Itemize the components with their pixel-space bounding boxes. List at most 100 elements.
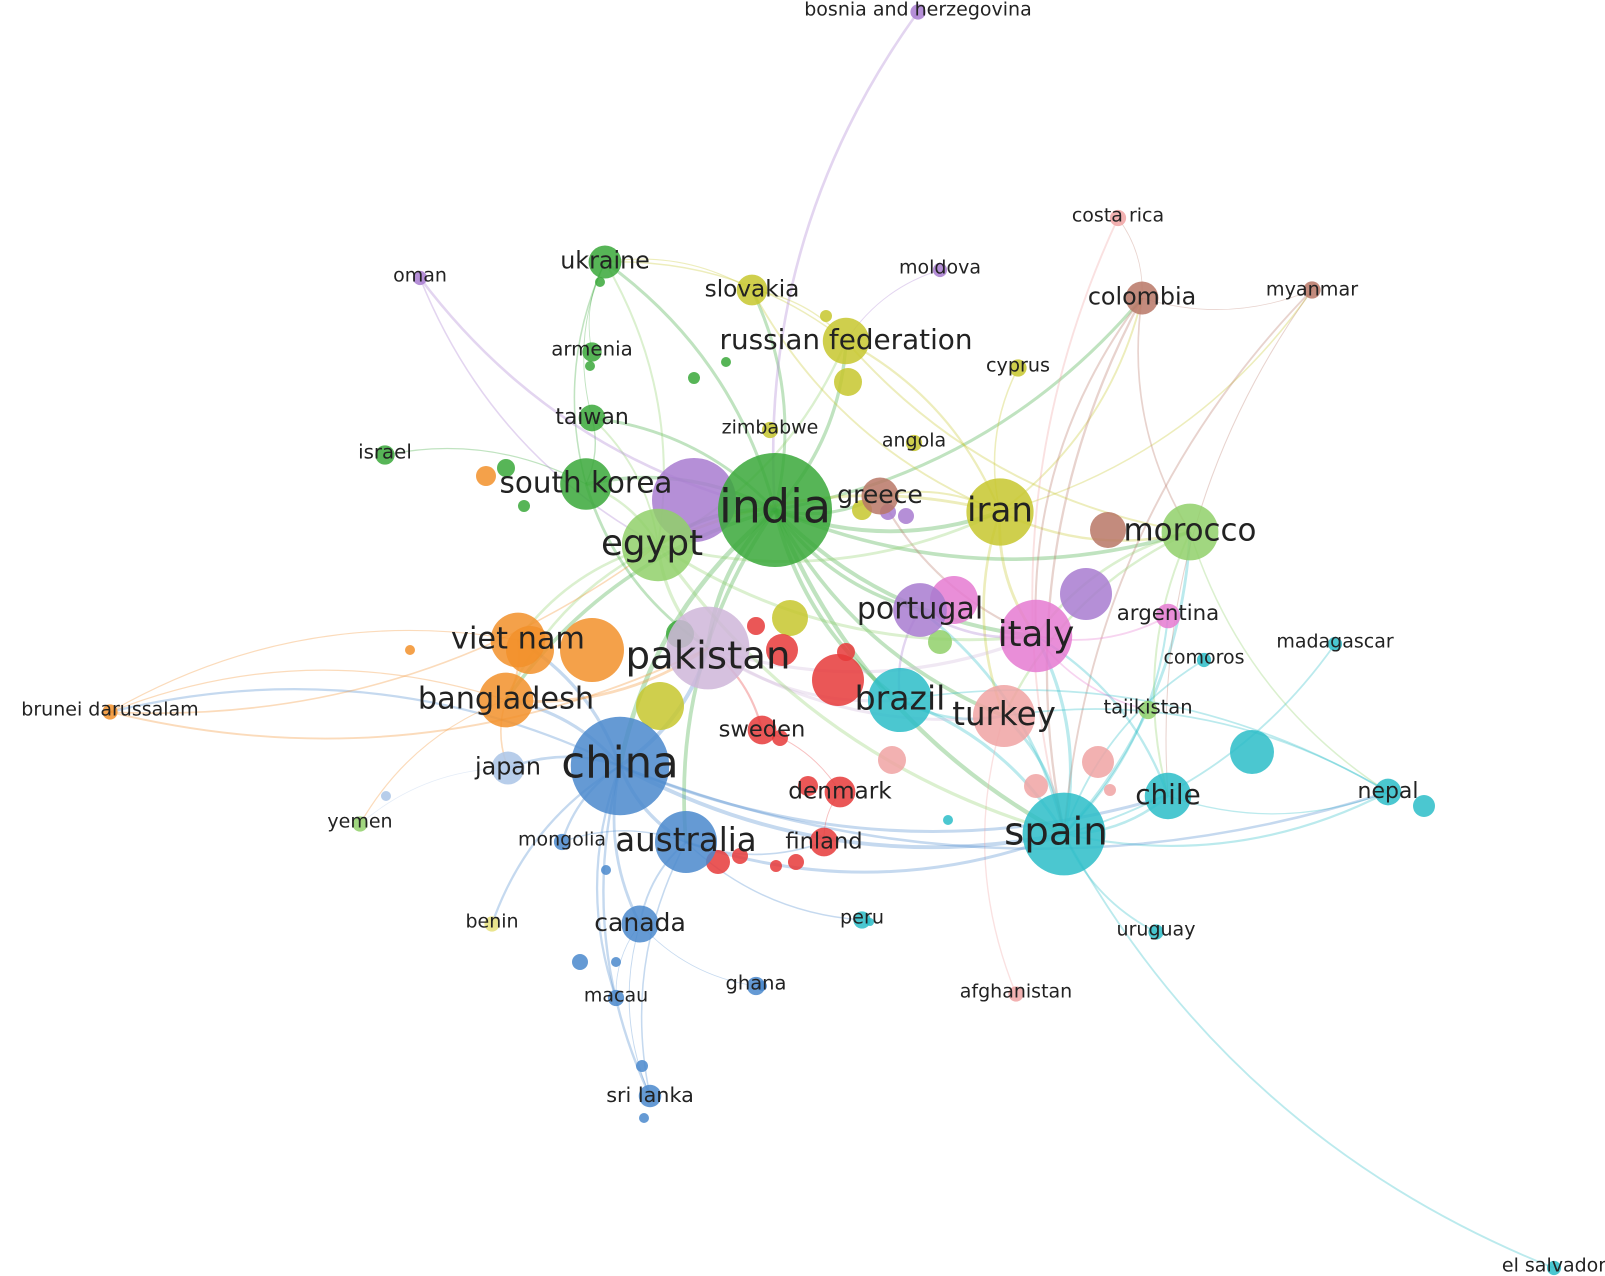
node-taiwan[interactable] — [578, 404, 606, 432]
node-russian-federation[interactable] — [822, 317, 870, 365]
node-moldova[interactable] — [932, 262, 948, 278]
link-spain-morocco — [1062, 531, 1192, 835]
node-brazil[interactable] — [867, 667, 933, 733]
unlabeled-node[interactable] — [721, 357, 731, 367]
unlabeled-node[interactable] — [381, 791, 391, 801]
node-morocco[interactable] — [1161, 503, 1219, 561]
node-label-finland: finland — [785, 829, 862, 855]
unlabeled-node[interactable] — [1413, 795, 1435, 817]
unlabeled-node[interactable] — [812, 654, 864, 706]
unlabeled-node[interactable] — [772, 600, 808, 636]
unlabeled-node[interactable] — [405, 645, 415, 655]
unlabeled-node[interactable] — [636, 682, 684, 730]
node-pakistan[interactable] — [666, 606, 750, 690]
node-sweden[interactable] — [747, 715, 777, 745]
node-angola[interactable] — [905, 434, 923, 452]
node-portugal[interactable] — [893, 583, 947, 637]
node-comoros[interactable] — [1196, 652, 1212, 668]
node-chile[interactable] — [1144, 772, 1192, 820]
node-myanmar[interactable] — [1303, 281, 1321, 299]
node-benin[interactable] — [484, 916, 500, 932]
node-egypt[interactable] — [621, 508, 695, 582]
link-india-colombia — [774, 297, 1144, 512]
unlabeled-node[interactable] — [1024, 774, 1048, 798]
node-cyprus[interactable] — [1009, 359, 1027, 377]
node-south-korea[interactable] — [560, 458, 612, 510]
unlabeled-node[interactable] — [476, 466, 496, 486]
node-colombia[interactable] — [1125, 281, 1159, 315]
unlabeled-node[interactable] — [928, 630, 952, 654]
node-costa-rica[interactable] — [1109, 209, 1127, 227]
node-china[interactable] — [570, 716, 670, 816]
node-canada[interactable] — [621, 905, 659, 943]
node-australia[interactable] — [655, 811, 717, 873]
unlabeled-node[interactable] — [943, 815, 953, 825]
link-bangladesh-brunei-darussalam — [109, 669, 507, 713]
node-bosnia-and-herzegovina[interactable] — [910, 4, 926, 20]
unlabeled-node[interactable] — [1060, 568, 1112, 620]
unlabeled-node[interactable] — [611, 957, 621, 967]
unlabeled-node[interactable] — [497, 459, 515, 477]
link-iran-colombia — [999, 297, 1143, 513]
node-iran[interactable] — [966, 478, 1034, 546]
node-viet-nam[interactable] — [490, 612, 546, 668]
node-mongolia[interactable] — [553, 833, 571, 851]
node-argentina[interactable] — [1155, 603, 1181, 629]
node-israel[interactable] — [375, 445, 395, 465]
node-slovakia[interactable] — [736, 274, 768, 306]
node-india[interactable] — [718, 453, 832, 567]
unlabeled-node[interactable] — [770, 860, 782, 872]
unlabeled-node[interactable] — [834, 368, 862, 396]
node-sri-lanka[interactable] — [638, 1084, 662, 1108]
node-greece[interactable] — [861, 477, 899, 515]
node-zimbabwe[interactable] — [761, 421, 779, 439]
unlabeled-node[interactable] — [788, 854, 804, 870]
link-spain-nepal — [1063, 791, 1389, 848]
unlabeled-node[interactable] — [878, 746, 906, 774]
node-denmark[interactable] — [824, 776, 856, 808]
node-peru[interactable] — [853, 911, 871, 929]
unlabeled-node[interactable] — [518, 500, 530, 512]
node-turkey[interactable] — [973, 685, 1035, 747]
unlabeled-node[interactable] — [595, 277, 605, 287]
unlabeled-node[interactable] — [572, 954, 588, 970]
unlabeled-node[interactable] — [639, 1113, 649, 1123]
unlabeled-node[interactable] — [772, 730, 788, 746]
unlabeled-node[interactable] — [688, 372, 700, 384]
node-macau[interactable] — [607, 989, 625, 1007]
unlabeled-node[interactable] — [560, 618, 624, 682]
unlabeled-node[interactable] — [837, 643, 855, 661]
node-uruguay[interactable] — [1148, 924, 1164, 940]
node-el-salvador[interactable] — [1546, 1260, 1562, 1276]
node-italy[interactable] — [999, 599, 1073, 673]
node-afghanistan[interactable] — [1008, 986, 1024, 1002]
node-bangladesh[interactable] — [478, 672, 534, 728]
node-ghana[interactable] — [746, 976, 766, 996]
node-japan[interactable] — [491, 751, 525, 785]
unlabeled-node[interactable] — [585, 361, 595, 371]
node-yemen[interactable] — [352, 816, 368, 832]
unlabeled-node[interactable] — [1230, 730, 1274, 774]
node-brunei-darussalam[interactable] — [102, 704, 118, 720]
node-finland[interactable] — [809, 827, 839, 857]
unlabeled-node[interactable] — [1090, 512, 1126, 548]
unlabeled-node[interactable] — [820, 310, 832, 322]
node-ukraine[interactable] — [588, 245, 622, 279]
unlabeled-node[interactable] — [747, 617, 765, 635]
link-south-korea-israel — [384, 447, 587, 485]
node-spain[interactable] — [1022, 792, 1106, 876]
node-armenia[interactable] — [582, 342, 602, 362]
unlabeled-node[interactable] — [1104, 784, 1116, 796]
node-madagascar[interactable] — [1327, 636, 1343, 652]
node-tajikistan[interactable] — [1138, 700, 1158, 720]
unlabeled-node[interactable] — [732, 848, 748, 864]
unlabeled-node[interactable] — [798, 776, 818, 796]
node-nepal[interactable] — [1374, 778, 1402, 806]
unlabeled-node[interactable] — [766, 634, 798, 666]
unlabeled-node[interactable] — [1082, 746, 1114, 778]
unlabeled-node[interactable] — [601, 865, 611, 875]
node-oman[interactable] — [412, 270, 428, 286]
unlabeled-node[interactable] — [636, 1060, 648, 1072]
unlabeled-node[interactable] — [898, 508, 914, 524]
